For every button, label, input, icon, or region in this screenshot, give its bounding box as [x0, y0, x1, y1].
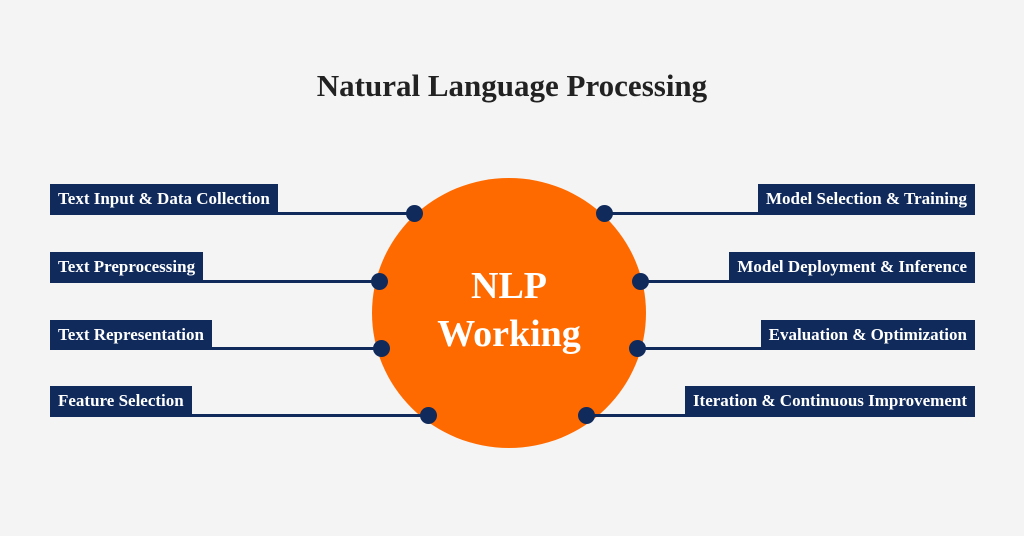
connector-dot: [629, 340, 646, 357]
connector-line: [50, 347, 381, 350]
step-label-right-2: Model Deployment & Inference: [729, 252, 975, 282]
connector-dot: [420, 407, 437, 424]
step-label-right-4: Iteration & Continuous Improvement: [684, 386, 975, 416]
center-circle: [372, 178, 646, 448]
step-label-left-2: Text Preprocessing: [50, 252, 204, 282]
connector-dot: [406, 205, 423, 222]
connector-dot: [578, 407, 595, 424]
connector-line: [50, 212, 414, 215]
step-label-right-1: Model Selection & Training: [757, 184, 975, 214]
connector-line: [637, 347, 975, 350]
center-label: NLP Working: [372, 262, 646, 358]
step-label-left-4: Feature Selection: [50, 386, 192, 416]
connector-dot: [632, 273, 649, 290]
connector-dot: [371, 273, 388, 290]
connector-line: [50, 414, 428, 417]
step-label-left-3: Text Representation: [50, 320, 212, 350]
step-label-right-3: Evaluation & Optimization: [760, 320, 975, 350]
center-label-line2: Working: [437, 313, 581, 355]
connector-dot: [373, 340, 390, 357]
diagram-title: Natural Language Processing: [316, 68, 708, 103]
connector-line: [604, 212, 975, 215]
connector-line: [586, 414, 975, 417]
step-label-left-1: Text Input & Data Collection: [50, 184, 278, 214]
connector-dot: [596, 205, 613, 222]
center-label-line1: NLP: [471, 265, 547, 307]
connector-line: [640, 280, 975, 283]
connector-line: [50, 280, 380, 283]
